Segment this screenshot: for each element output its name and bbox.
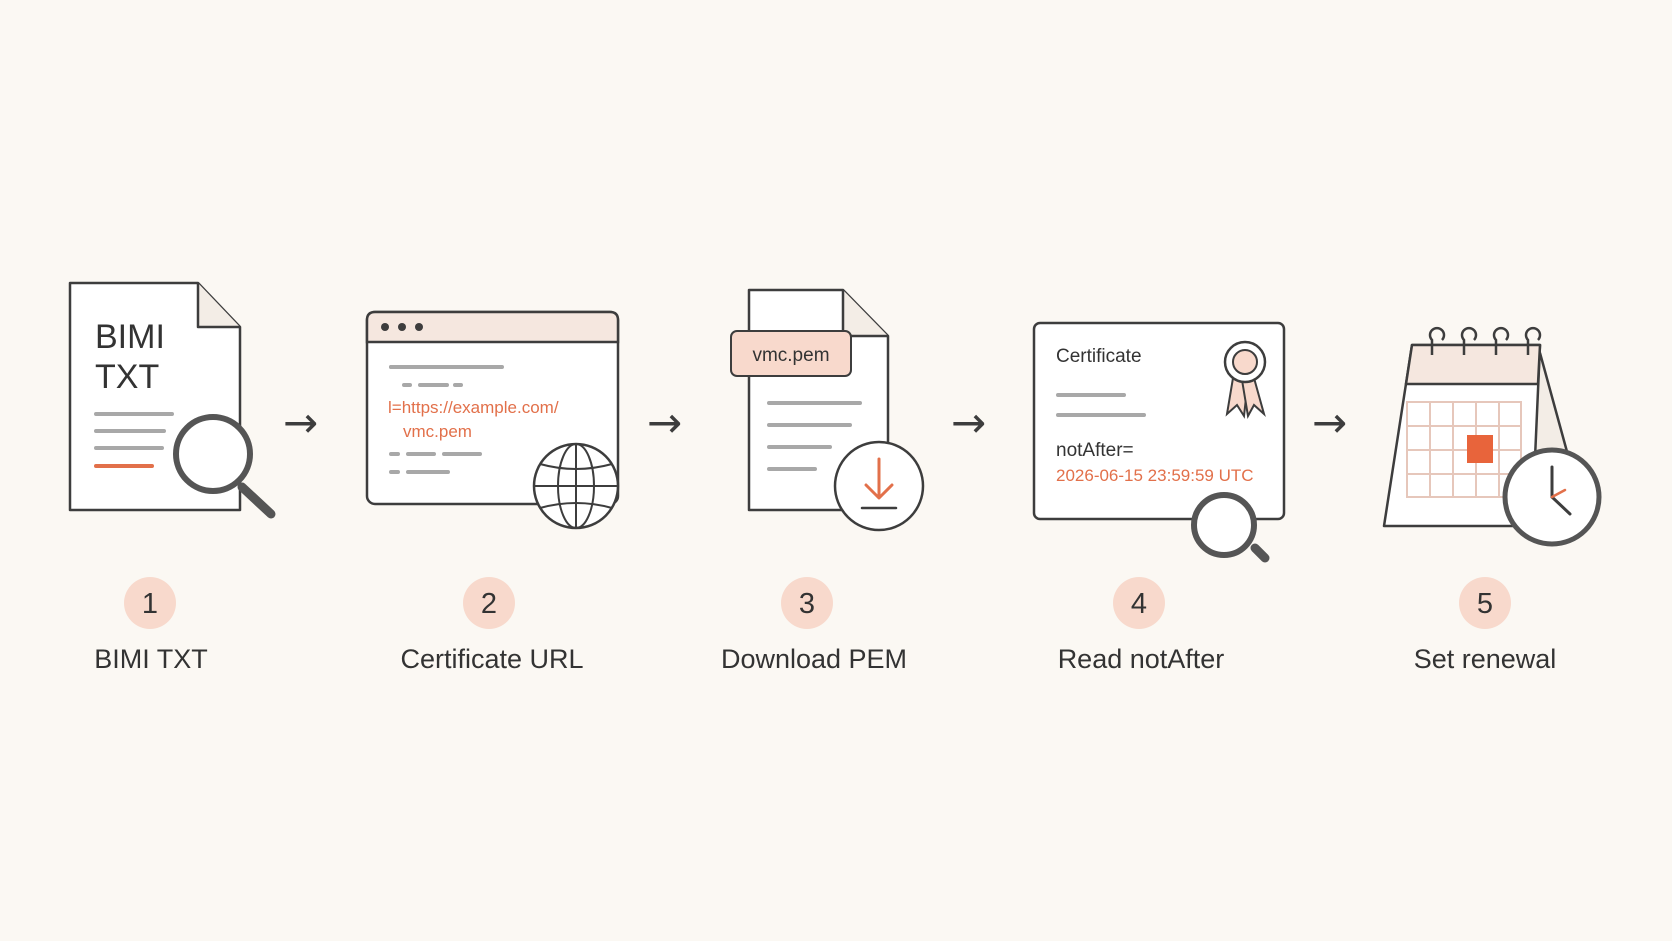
- magnifier-icon: [173, 414, 276, 519]
- step-2-caption: 2 Certificate URL: [400, 577, 584, 674]
- clock-icon: [1502, 447, 1602, 547]
- certificate-title: Certificate: [1056, 346, 1142, 367]
- step-1-icon-document-search: BIMI TXT: [68, 281, 276, 519]
- step-3-number: 3: [799, 588, 815, 620]
- step-2-icon-browser-globe: l=https://example.com/ vmc.pem: [365, 310, 620, 530]
- step-5-label: Set renewal: [1414, 644, 1557, 674]
- step-2-badge: [463, 577, 515, 629]
- step-4-icon-certificate-search: Certificate notAfter= 2026-06-15 23:59:5…: [1032, 321, 1286, 563]
- binder-rings-icon: [1428, 326, 1542, 355]
- step-4-badge: [1113, 577, 1165, 629]
- certificate-value: 2026-06-15 23:59:59 UTC: [1056, 466, 1254, 485]
- step-5-number: 5: [1477, 588, 1493, 620]
- step-4-caption: 4 Read notAfter: [1058, 577, 1225, 674]
- step-3-icon-file-download: vmc.pem: [730, 288, 925, 532]
- arrow-4-icon: →: [1312, 398, 1347, 447]
- magnifier-icon: [1191, 492, 1270, 563]
- step-2-number: 2: [481, 588, 497, 620]
- step-5-caption: 5 Set renewal: [1414, 577, 1557, 674]
- step-1-label: BIMI TXT: [94, 644, 208, 674]
- step-4-label: Read notAfter: [1058, 644, 1225, 674]
- step-3-caption: 3 Download PEM: [721, 577, 907, 674]
- step-3-badge: [781, 577, 833, 629]
- doc-title-line1: BIMI: [95, 318, 165, 356]
- certificate-field: notAfter=: [1056, 440, 1134, 461]
- award-ribbon-icon: [1223, 340, 1267, 420]
- step-1-number: 1: [142, 588, 158, 620]
- step-2-label: Certificate URL: [400, 644, 583, 674]
- download-icon: [833, 440, 925, 532]
- step-5-badge: [1459, 577, 1511, 629]
- arrow-3-icon: →: [951, 398, 986, 447]
- step-1-caption: 1 BIMI TXT: [94, 577, 208, 674]
- renewal-date-marker: [1467, 435, 1493, 463]
- step-1-badge: [124, 577, 176, 629]
- globe-icon: [532, 442, 620, 530]
- step-5-icon-calendar-clock: [1382, 326, 1602, 547]
- doc-title-line2: TXT: [95, 358, 159, 396]
- step-4-number: 4: [1131, 588, 1147, 620]
- pem-filename: vmc.pem: [752, 345, 829, 366]
- url-line-1: l=https://example.com/: [388, 398, 559, 417]
- arrow-1-icon: →: [283, 398, 318, 447]
- url-line-2: vmc.pem: [403, 422, 472, 441]
- arrow-2-icon: →: [647, 398, 682, 447]
- step-3-label: Download PEM: [721, 644, 907, 674]
